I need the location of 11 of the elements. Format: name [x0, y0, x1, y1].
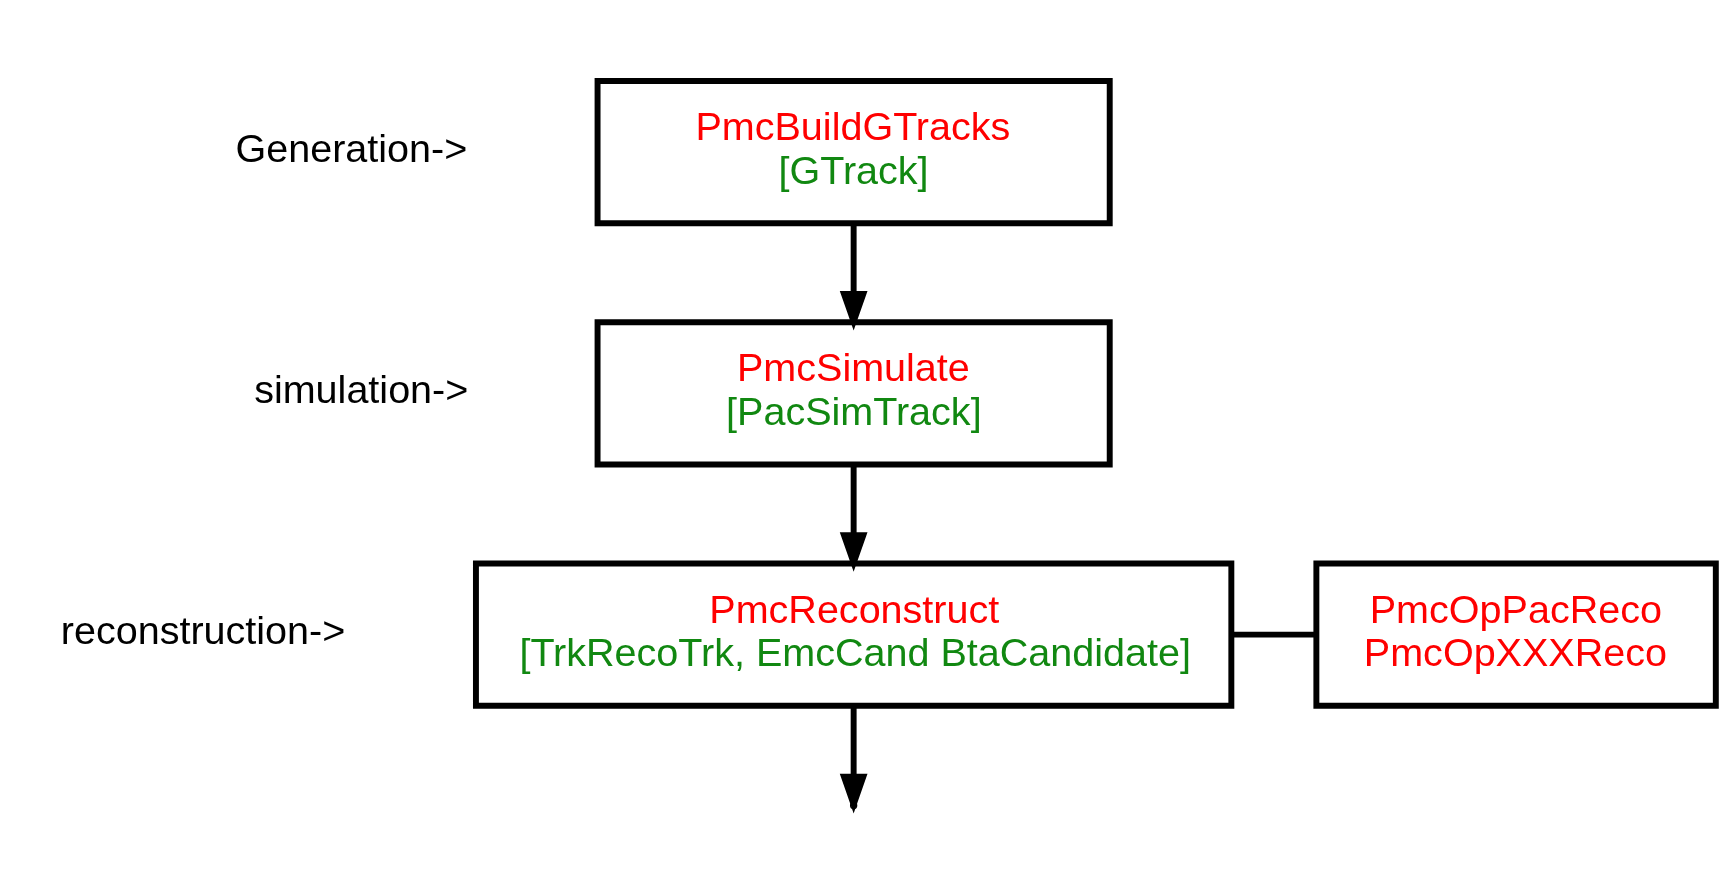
- node-box: PmcReconstruct [TrkRecoTrk, EmcCand BtaCandidate]: [472, 560, 1235, 709]
- label: Generation->: [235, 125, 468, 170]
- node-box: PmcBuildGTracks [GTrack]: [594, 77, 1113, 227]
- arrow: [839, 223, 868, 331]
- node-box: PmcSimulate [PacSimTrack]: [594, 319, 1113, 468]
- connector: [1231, 631, 1316, 638]
- arrow: [839, 464, 868, 572]
- node-box: PmcOpPacReco PmcOpXXXReco: [1313, 560, 1719, 709]
- label: reconstruction->: [60, 608, 346, 653]
- arrow: [839, 705, 868, 814]
- label: simulation->: [254, 367, 469, 412]
